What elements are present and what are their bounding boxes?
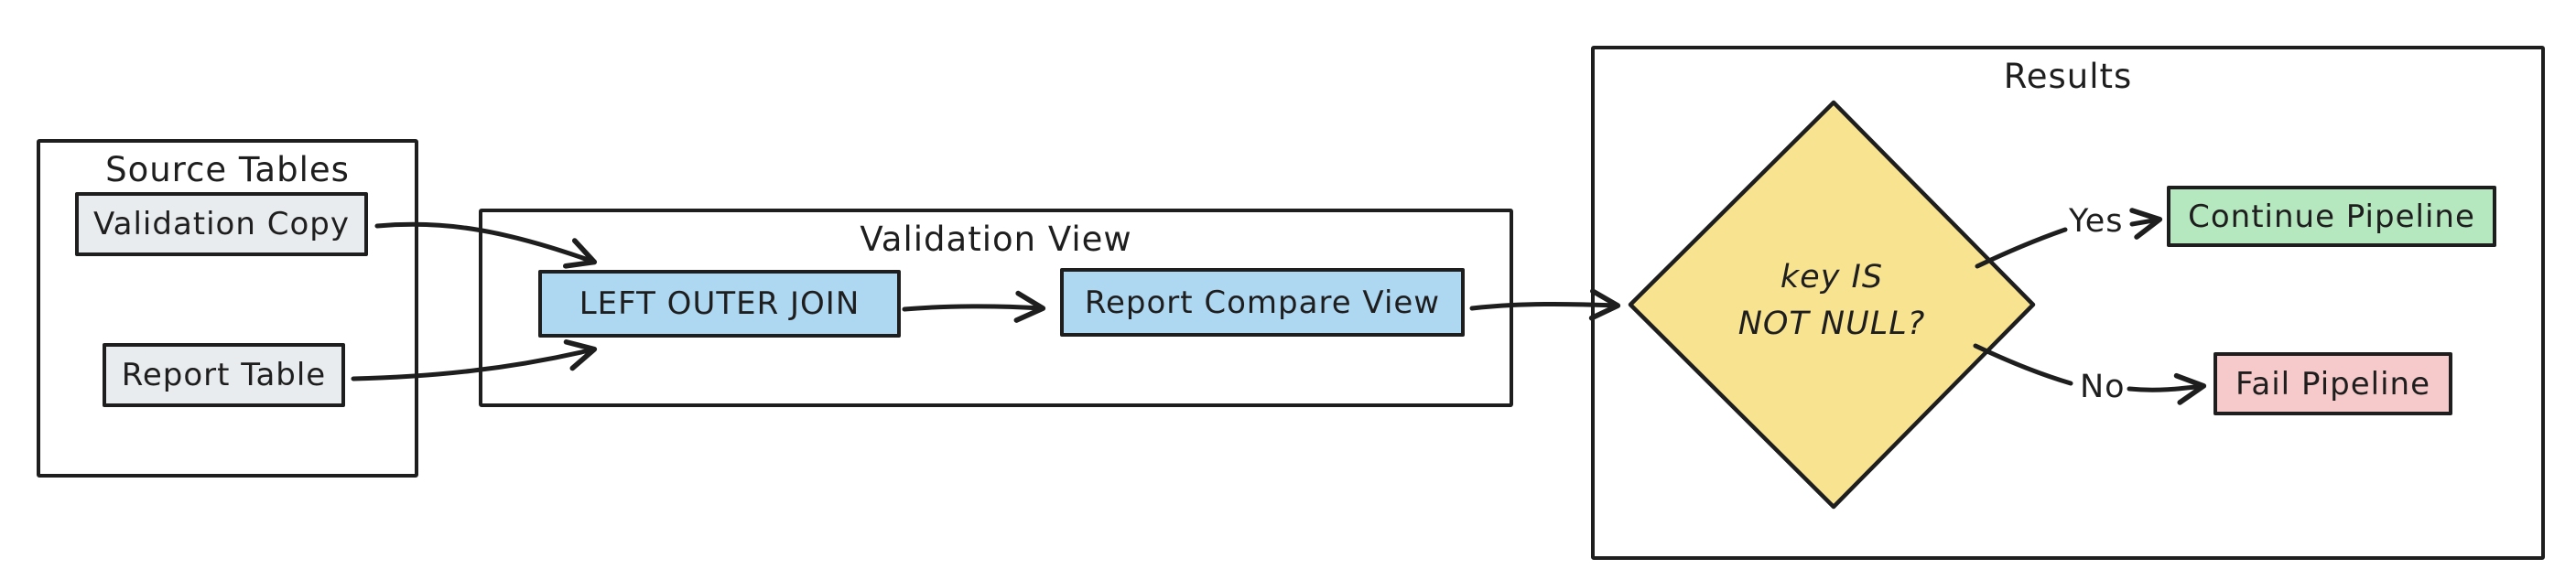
node-validation-copy-label: Validation Copy [93,206,350,242]
group-results-title: Results [2003,57,2133,96]
node-report-table-label: Report Table [121,357,327,393]
group-validation-view: Validation View LEFT OUTER JOIN Report C… [479,209,1513,407]
node-report-table: Report Table [103,343,345,407]
edge-label-no: No [2080,369,2126,405]
group-source-tables-title: Source Tables [105,150,350,189]
node-report-compare-view: Report Compare View [1060,268,1465,337]
group-validation-view-title: Validation View [860,220,1132,259]
node-continue-pipeline: Continue Pipeline [2167,186,2496,247]
node-left-outer-join-label: LEFT OUTER JOIN [579,285,860,322]
node-validation-copy: Validation Copy [75,192,368,256]
group-results: Results Continue Pipeline Fail Pipeline [1591,46,2545,560]
node-decision-label: key IS NOT NULL? [1737,259,1926,342]
node-report-compare-view-label: Report Compare View [1084,284,1441,321]
group-source-tables: Source Tables Validation Copy Report Tab… [37,139,418,478]
node-fail-pipeline: Fail Pipeline [2213,352,2452,415]
node-fail-pipeline-label: Fail Pipeline [2235,365,2431,403]
node-continue-pipeline-label: Continue Pipeline [2188,198,2475,235]
edge-label-yes: Yes [2069,203,2124,240]
node-left-outer-join: LEFT OUTER JOIN [538,270,901,338]
